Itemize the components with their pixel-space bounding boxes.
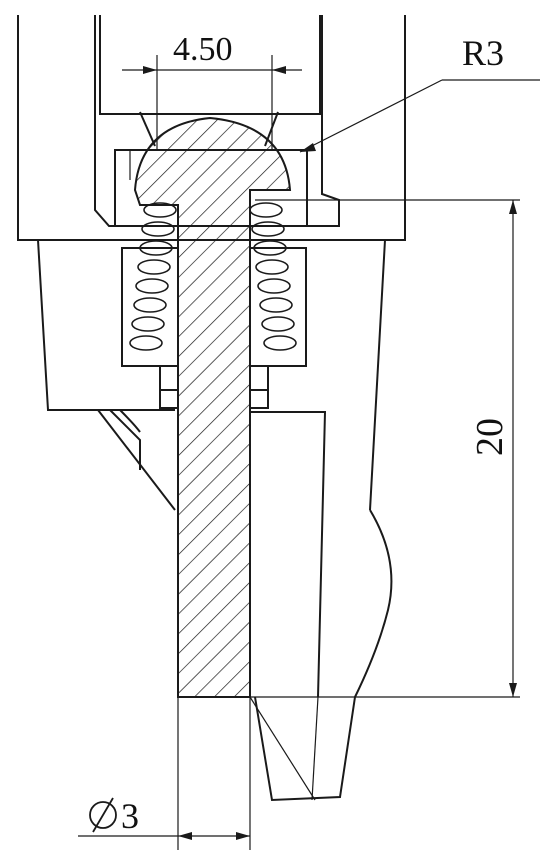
spring-coils-left [129,202,177,351]
dimension-4-50: 4.50 [122,31,302,150]
length-dimension-label: 20 [469,418,511,456]
upper-housing [17,15,406,227]
radius-callout: R3 [299,33,540,153]
spring-cavity [121,247,307,409]
diameter-icon [89,797,117,833]
plunger [133,116,292,698]
dimension-diameter-3: 3 [78,697,251,850]
radius-label: R3 [462,33,504,73]
spring-coils-right [249,202,297,351]
barrel-left-cone [97,409,176,511]
dimension-20: 20 [255,199,520,697]
diameter-dimension-label: 3 [121,796,139,836]
width-dimension-label: 4.50 [173,31,233,68]
barrel-right-lower [250,411,393,698]
probe-tip [249,696,520,802]
